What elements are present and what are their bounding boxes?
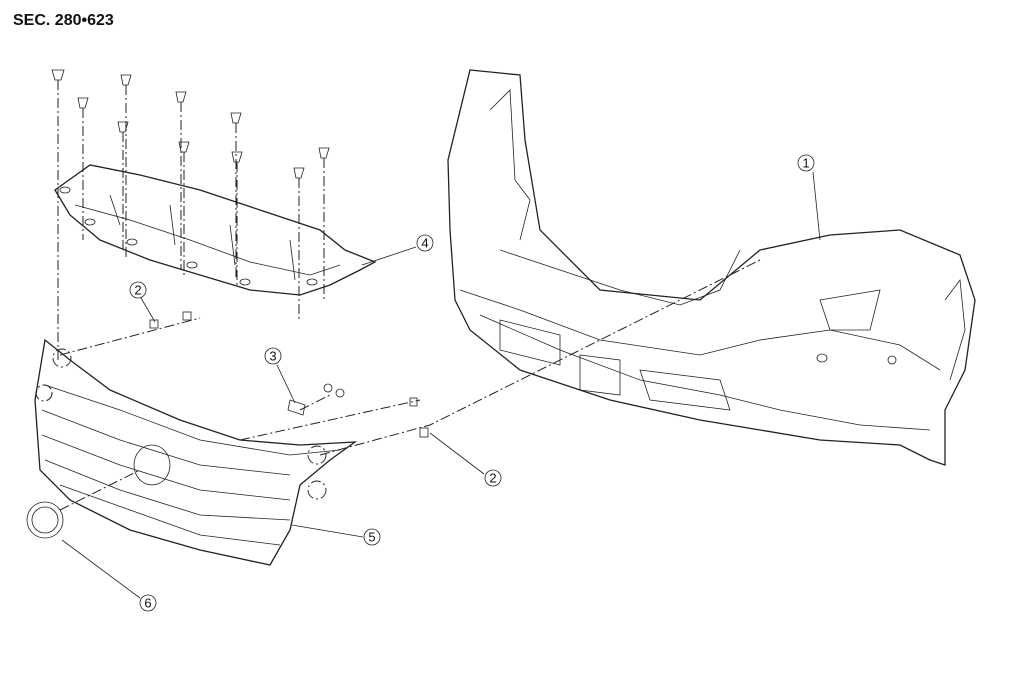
section-label: SEC. 280•623 — [13, 12, 114, 29]
front-bumper-fascia — [447, 69, 976, 466]
callout-2-upper: 2 — [129, 281, 147, 299]
callout-6: 6 — [139, 594, 157, 612]
svg-text:2: 2 — [134, 283, 141, 298]
svg-text:1: 1 — [802, 156, 809, 171]
callout-1: 1 — [797, 154, 815, 172]
svg-text:3: 3 — [269, 349, 276, 364]
svg-text:5: 5 — [368, 530, 375, 545]
emblem — [26, 469, 141, 539]
callout-2-right: 2 — [484, 469, 502, 487]
air-guide-cover — [54, 164, 377, 296]
callout-3: 3 — [264, 347, 282, 365]
svg-text:6: 6 — [144, 596, 151, 611]
svg-text:2: 2 — [489, 471, 496, 486]
leader-lines — [61, 171, 821, 599]
small-parts — [149, 311, 429, 438]
callout-4: 4 — [416, 234, 434, 252]
callout-5: 5 — [363, 528, 381, 546]
clips — [51, 69, 330, 360]
svg-text:4: 4 — [421, 236, 428, 251]
front-grille — [34, 259, 761, 566]
